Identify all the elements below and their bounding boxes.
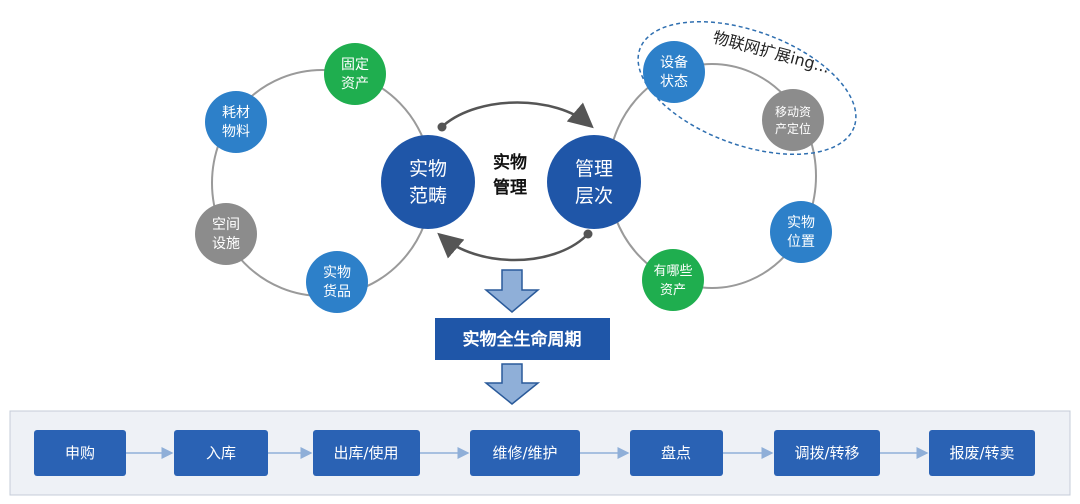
svg-text:实物: 实物 xyxy=(787,215,815,231)
lifecycle-banner-label: 实物全生命周期 xyxy=(463,329,582,350)
svg-text:出库/使用: 出库/使用 xyxy=(333,444,398,462)
svg-text:资产: 资产 xyxy=(341,76,369,92)
left-ring-node-fixed-assets: 固定 资产 xyxy=(324,43,386,105)
iot-extension-label: 物联网扩展ing... xyxy=(711,28,832,77)
top-curve-arrow xyxy=(443,101,594,129)
bottom-curve-arrow xyxy=(437,232,587,262)
iot-dashed-oval xyxy=(637,20,857,156)
svg-text:入库: 入库 xyxy=(206,444,236,462)
svg-text:设施: 设施 xyxy=(212,236,240,252)
svg-text:申购: 申购 xyxy=(65,444,95,462)
bottom-curve-dot xyxy=(583,229,593,239)
svg-text:产定位: 产定位 xyxy=(775,121,811,136)
right-hub-line2: 层次 xyxy=(575,185,613,207)
svg-text:物料: 物料 xyxy=(222,124,250,140)
svg-text:货品: 货品 xyxy=(323,283,351,300)
down-arrow-lower xyxy=(483,363,541,405)
svg-text:实物: 实物 xyxy=(323,265,351,281)
middle-label-line2: 管理 xyxy=(493,177,527,198)
right-ring-node-device-status: 设备 状态 xyxy=(643,41,705,103)
left-hub-line1: 实物 xyxy=(409,158,447,180)
left-ring-node-space-facilities: 空间 设施 xyxy=(195,203,257,265)
svg-text:资产: 资产 xyxy=(660,283,686,298)
svg-text:维修/维护: 维修/维护 xyxy=(492,444,557,462)
svg-text:报废/转卖: 报废/转卖 xyxy=(949,444,1014,462)
right-ring-node-mobile-asset-locating: 移动资 产定位 xyxy=(762,89,824,151)
left-ring-node-consumables: 耗材 物料 xyxy=(205,91,267,153)
step-scrap-resell: 报废/转卖 xyxy=(929,430,1035,476)
svg-text:有哪些: 有哪些 xyxy=(653,264,692,279)
svg-text:位置: 位置 xyxy=(787,234,815,250)
step-requisition: 申购 xyxy=(34,430,126,476)
step-repair-maintenance: 维修/维护 xyxy=(470,430,580,476)
right-ring-node-which-assets: 有哪些 资产 xyxy=(642,249,704,311)
svg-text:设备: 设备 xyxy=(660,54,688,71)
step-transfer: 调拨/转移 xyxy=(774,430,880,476)
svg-text:空间: 空间 xyxy=(212,217,240,233)
middle-label-line1: 实物 xyxy=(493,152,527,173)
left-ring-node-physical-goods: 实物 货品 xyxy=(306,251,368,313)
svg-text:盘点: 盘点 xyxy=(661,444,691,462)
svg-text:移动资: 移动资 xyxy=(775,105,811,119)
svg-text:调拨/转移: 调拨/转移 xyxy=(794,444,859,462)
lifecycle-banner xyxy=(435,318,610,360)
svg-text:耗材: 耗材 xyxy=(222,105,250,121)
left-hub-circle xyxy=(381,135,475,229)
step-inventory-count: 盘点 xyxy=(630,430,723,476)
svg-text:固定: 固定 xyxy=(341,57,369,73)
top-curve-dot xyxy=(437,122,447,132)
right-ring-node-physical-location: 实物 位置 xyxy=(770,201,832,263)
left-hub-line2: 范畴 xyxy=(409,185,447,207)
svg-text:状态: 状态 xyxy=(660,74,688,90)
right-hub-circle xyxy=(547,135,641,229)
step-warehousing: 入库 xyxy=(174,430,268,476)
right-hub-line1: 管理 xyxy=(575,158,613,180)
down-arrow-upper xyxy=(483,269,541,313)
step-issue-use: 出库/使用 xyxy=(313,430,420,476)
